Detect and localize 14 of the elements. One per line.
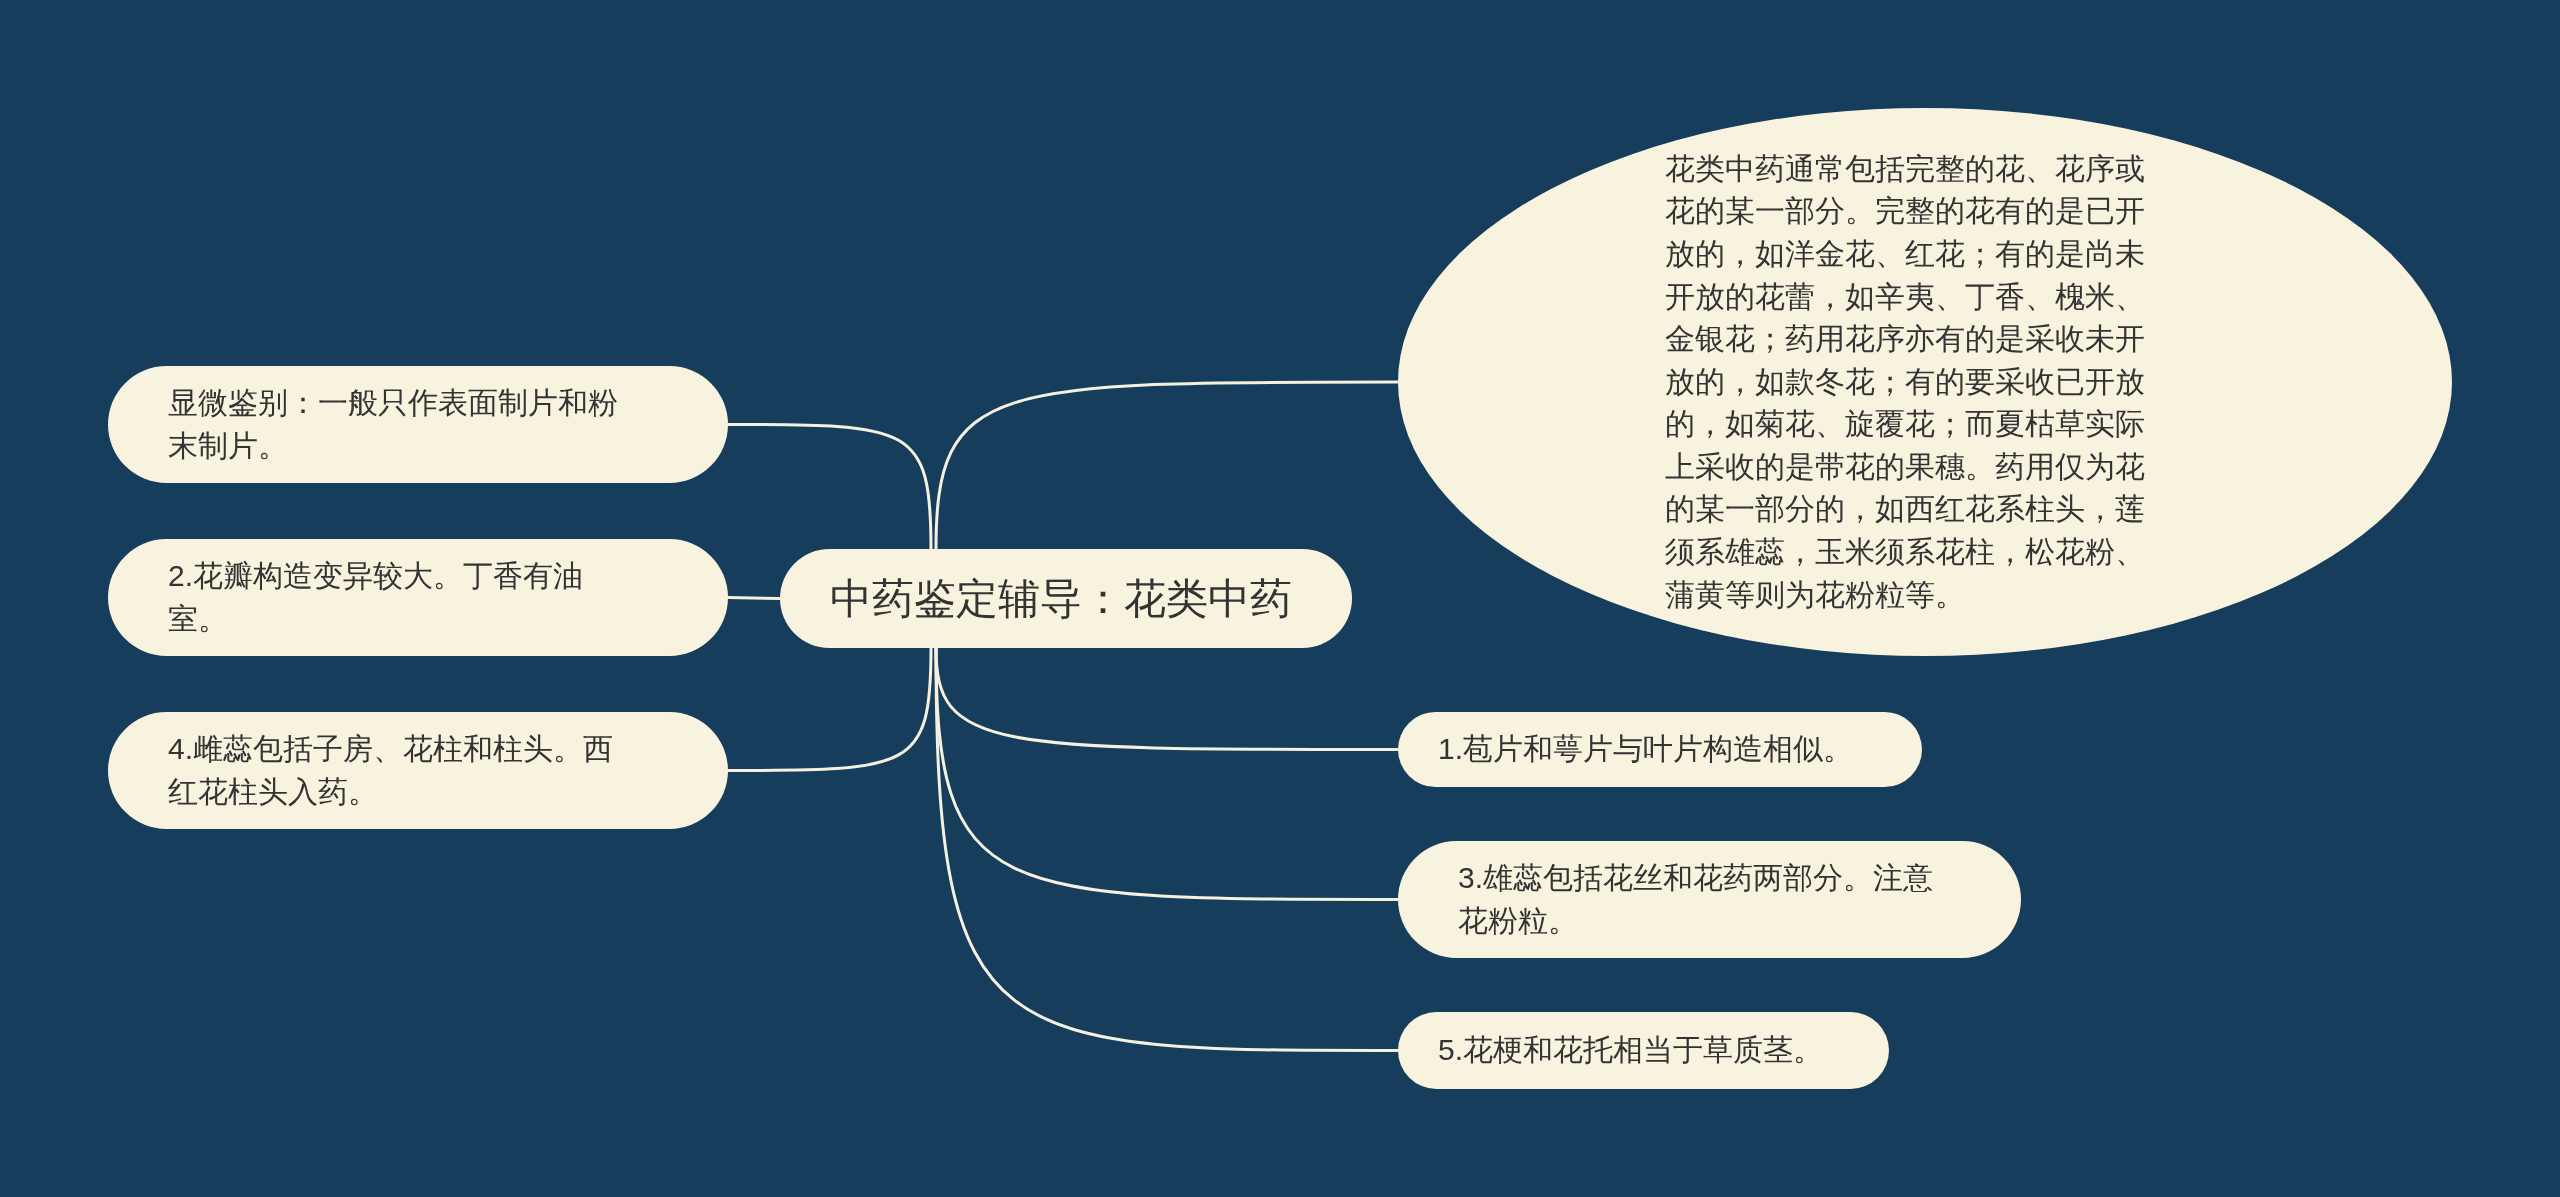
topic-text: 5.花梗和花托相当于草质茎。 [1438,1032,1825,1069]
connector-line [727,596,781,600]
topic-text: 显微鉴别：一般只作表面制片和粉末制片。 [168,384,619,464]
connector-line [728,647,933,772]
connector-line [934,380,1398,550]
connector-line [934,647,1398,1052]
topic-text: 3.雄蕊包括花丝和花药两部分。注意花粉粒。 [1458,859,1935,939]
topic-text: 花类中药通常包括完整的花、花序或花的某一部分。完整的花有的是已开放的，如洋金花、红花；有的是尚未开放的花蕾，如辛夷、丁香、槐米、金银花；药用花序亦有的是采收未开放的，如款冬花；有的要采收已开放的，如菊花、旋覆花；而夏枯草实际上采收的是带花的果穗。药用仅为花的某一部分的，如西红花系柱头，莲须系雄蕊，玉米须系花柱，松花粉、蒲黄等则为花粉粒等。 [1665,150,2146,613]
topic-text: 4.雌蕊包括子房、花柱和柱头。西红花柱头入药。 [168,730,615,810]
topic-text: 1.苞片和萼片与叶片构造相似。 [1438,731,1855,768]
connector-line [728,423,933,550]
topic-ellipse [1398,108,2452,656]
topic-text: 2.花瓣构造变异较大。丁香有油室。 [168,557,585,637]
central-topic-text: 中药鉴定辅导：花类中药 [830,573,1293,624]
